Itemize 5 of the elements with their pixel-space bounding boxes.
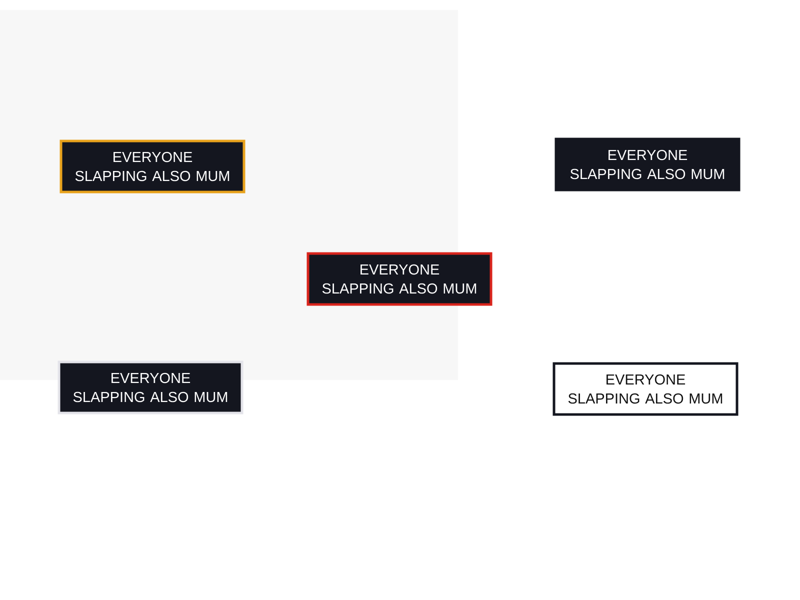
- embroidered-patch: EVERYONE SLAPPING ALSO MUM: [60, 140, 246, 194]
- embroidered-patch: EVERYONE SLAPPING ALSO MUM: [554, 138, 740, 192]
- embroidered-patch: EVERYONE SLAPPING ALSO MUM: [58, 360, 244, 414]
- embroidered-patch: EVERYONE SLAPPING ALSO MUM: [306, 252, 492, 306]
- embroidered-patch: EVERYONE SLAPPING ALSO MUM: [552, 362, 738, 416]
